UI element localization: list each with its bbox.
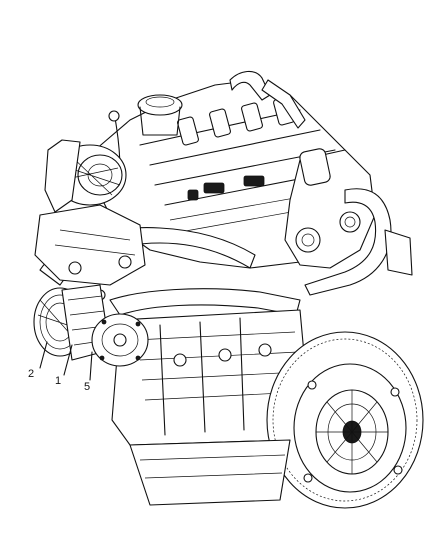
leader-5 xyxy=(89,351,93,381)
coolant-hose xyxy=(304,188,392,296)
leader-2 xyxy=(39,341,48,369)
flywheel xyxy=(266,331,424,509)
pump-housing xyxy=(91,313,149,367)
oil-pan xyxy=(129,439,291,506)
callout-5: 5 xyxy=(84,381,91,393)
callout-leaders xyxy=(39,341,93,381)
breather-hose xyxy=(229,70,271,101)
timing-cover xyxy=(284,148,376,269)
callout-2: 2 xyxy=(28,368,35,380)
block-ribs xyxy=(159,317,272,436)
oil-filler-cap xyxy=(137,94,183,136)
mounting-bracket xyxy=(34,204,146,301)
leader-1 xyxy=(63,344,73,376)
callout-1: 1 xyxy=(55,375,62,387)
intake-housing xyxy=(44,139,81,213)
